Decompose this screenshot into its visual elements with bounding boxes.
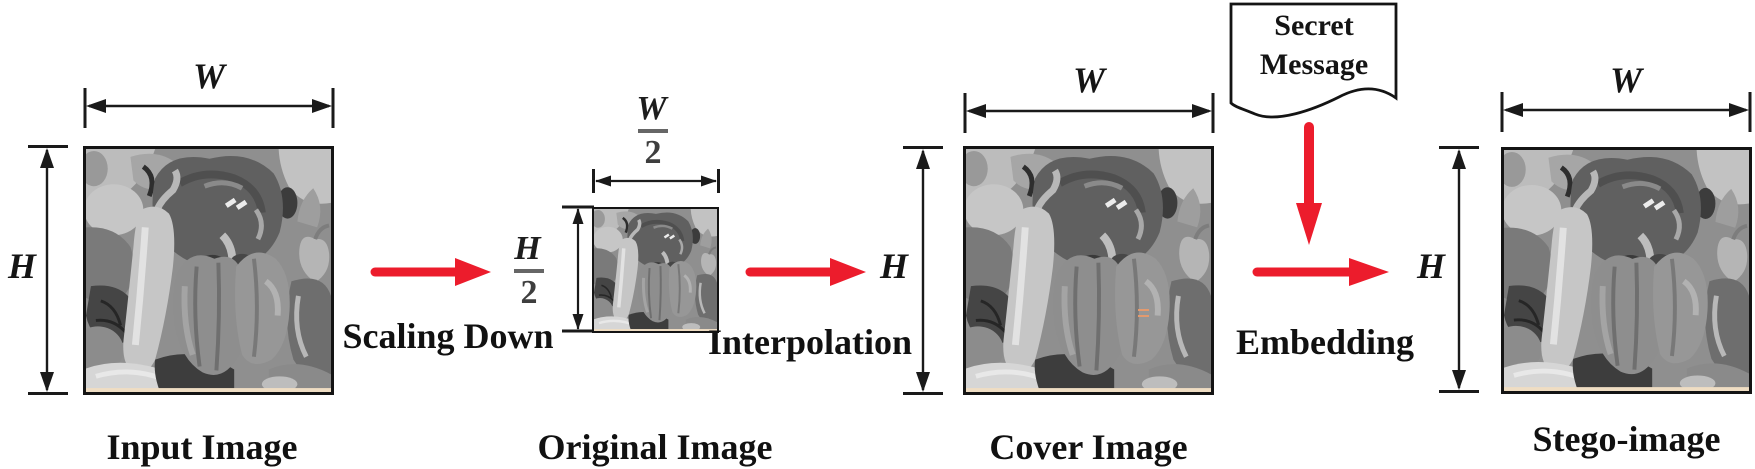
original-height-dimension-arrow-icon (562, 205, 594, 333)
stego-image-caption: Stego-image (1532, 419, 1721, 459)
original-height-fraction: H 2 (506, 230, 552, 311)
stego-image-peppers (1501, 147, 1752, 394)
interpolation-arrow-icon (745, 258, 866, 286)
scaling-down-arrow-icon (370, 258, 491, 286)
secret-message-text: Secret Message (1231, 6, 1397, 84)
original-width-numerator: W (636, 90, 667, 127)
secret-message-down-arrow-icon (1296, 122, 1322, 245)
input-height-label: H (7, 246, 36, 286)
cover-height-dimension-arrow-icon (903, 146, 943, 395)
secret-message-line2: Message (1259, 48, 1369, 81)
input-width-label: W (192, 56, 225, 96)
cover-image-artifact-mark (1138, 309, 1149, 317)
input-height-dimension-arrow-icon (28, 145, 68, 395)
cover-image-peppers (963, 146, 1214, 395)
embedding-label: Embedding (1235, 322, 1415, 362)
cover-width-label: W (1072, 60, 1105, 100)
original-height-numerator: H (514, 230, 541, 267)
input-image-caption: Input Image (106, 427, 298, 467)
original-width-denominator: 2 (644, 134, 662, 171)
original-height-denominator: 2 (520, 274, 538, 311)
original-image-caption: Original Image (537, 427, 773, 467)
original-width-fraction: W 2 (630, 90, 676, 171)
document-shape (1229, 2, 1398, 119)
embedding-arrow-icon (1252, 258, 1389, 286)
cover-height-label: H (879, 246, 908, 286)
secret-message-line1: Secret (1274, 9, 1354, 42)
fraction-bar (514, 269, 544, 273)
interpolation-label: Interpolation (707, 322, 912, 362)
original-image-peppers (592, 207, 719, 333)
secret-message-document-icon (1229, 2, 1398, 119)
stego-height-dimension-arrow-icon (1439, 146, 1479, 393)
original-width-dimension-arrow-icon (592, 169, 720, 193)
fraction-bar (638, 129, 668, 133)
stego-width-dimension-arrow-icon (1500, 92, 1752, 132)
cover-image-caption: Cover Image (989, 427, 1188, 467)
scaling-down-label: Scaling Down (342, 316, 554, 356)
input-width-dimension-arrow-icon (83, 88, 335, 128)
stego-width-label: W (1609, 60, 1642, 100)
stego-height-label: H (1416, 246, 1445, 286)
input-image-peppers (83, 146, 334, 395)
cover-width-dimension-arrow-icon (963, 93, 1215, 133)
